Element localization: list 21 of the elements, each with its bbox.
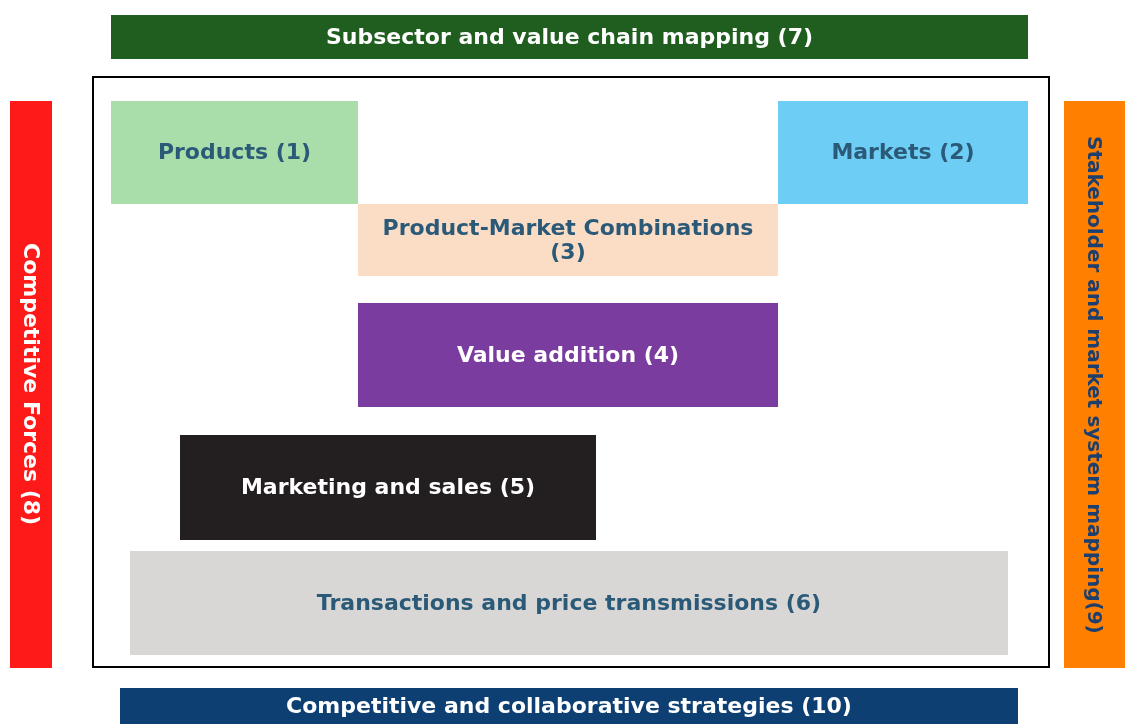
- process-box-label: Transactions and price transmissions (6): [316, 590, 822, 616]
- product-box-label: Products (1): [157, 140, 312, 165]
- product-box: [111, 101, 358, 204]
- process-box-label: Marketing and sales (5): [240, 475, 536, 500]
- process-box: [130, 551, 1008, 655]
- band: [120, 688, 1018, 724]
- side-band-label: Stakeholder and market system mapping(9): [1083, 135, 1106, 634]
- market-box-label: Markets (2): [831, 140, 975, 165]
- frame-box: [92, 76, 1050, 668]
- combination-box: [358, 204, 778, 276]
- band-label: Competitive and collaborative strategies (10): [286, 693, 852, 719]
- combination-box-label: Product-Market Combinations (3): [381, 215, 755, 265]
- band-label: Subsector and value chain mapping (7): [325, 24, 813, 50]
- process-box: [358, 303, 778, 407]
- market-box: [778, 101, 1028, 204]
- side-band: [1064, 101, 1125, 668]
- process-box-label: Value addition (4): [456, 342, 680, 368]
- process-box: [180, 435, 596, 540]
- side-band: [10, 101, 52, 668]
- side-band-label: Competitive Forces (8): [18, 243, 44, 526]
- band: [111, 15, 1028, 59]
